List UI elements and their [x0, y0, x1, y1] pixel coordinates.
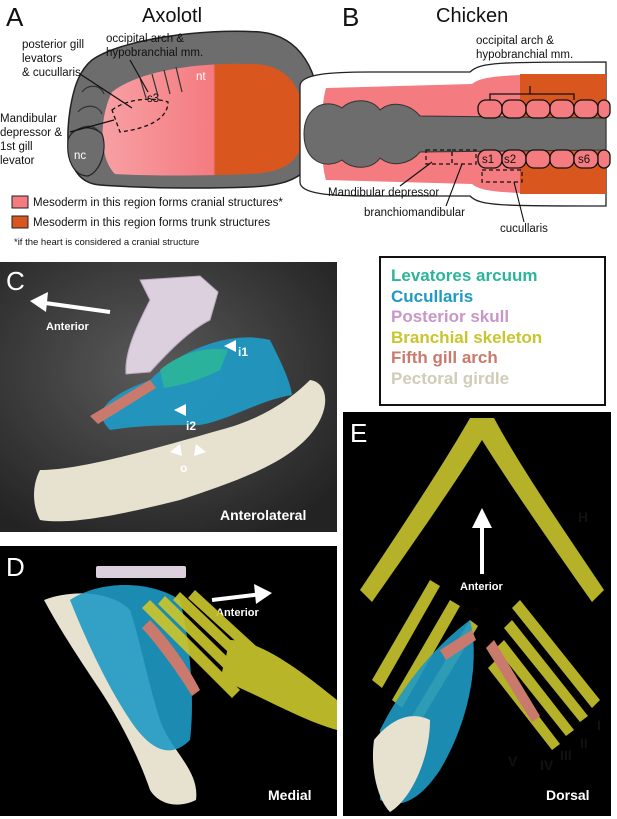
leader-mandibular-a [69, 119, 115, 133]
i1-label: i1 [238, 345, 248, 359]
label-occipital-b: occipital arch & hypobranchial mm. [476, 35, 573, 61]
anterior-arrow-d [211, 592, 263, 602]
occipital-bracket [489, 86, 575, 100]
anterior-label-d: Anterior [216, 607, 260, 619]
arch-label-ii: II [580, 735, 588, 751]
cucullaris-c [102, 337, 292, 430]
arch-label-iii: III [560, 747, 572, 763]
leader-branchio [445, 163, 463, 207]
svg-text:posterior gill: posterior gill [22, 39, 84, 51]
posterior-skull-d [96, 566, 186, 578]
axolotl-dashed-region [111, 98, 169, 133]
legend-item-posterior-skull: Posterior skull [391, 307, 510, 326]
anterior-arrowhead-d [254, 584, 272, 604]
legend-trunk-text: Mesoderm in this region forms trunk stru… [33, 217, 270, 229]
leader-gill-levators [79, 73, 133, 109]
levatores-c [160, 348, 228, 388]
svg-text:levator: levator [0, 155, 35, 167]
arch-label-i: I [597, 717, 601, 733]
legend-trunk-swatch [11, 215, 29, 229]
anterior-arrowhead-e [472, 508, 492, 528]
o-label: o [180, 461, 187, 475]
marker-o [170, 444, 206, 456]
branchial-skeleton-d [142, 590, 337, 730]
i2-label: i2 [186, 419, 196, 433]
fifth-arch-e-left [440, 630, 476, 660]
s1-label: s1 [482, 154, 494, 166]
h-label: H [578, 509, 588, 525]
svg-text:1st gill: 1st gill [0, 141, 33, 153]
panel-a-title: Axolotl [142, 5, 202, 27]
pectoral-girdle-e [372, 716, 430, 812]
legend-item-levatores: Levatores arcuum [391, 266, 538, 285]
chicken-somites-bottom [477, 149, 611, 169]
marker-i1 [224, 340, 236, 352]
legend-item-fifth-gill-arch: Fifth gill arch [391, 348, 498, 367]
svg-text:levators: levators [22, 53, 63, 65]
legend-item-cucullaris: Cucullaris [391, 286, 474, 306]
panel-e: E H Anterior I II III IV V Dorsal [343, 412, 611, 816]
s2-label: s2 [504, 154, 516, 166]
axolotl-mesoderm-region [102, 63, 304, 176]
anterior-label-c: Anterior [46, 321, 90, 333]
arch-label-iv: IV [540, 757, 554, 773]
panel-a-letter: A [6, 2, 24, 32]
footnote: *if the heart is considered a cranial st… [14, 237, 199, 248]
label-cucullaris-b: cucullaris [500, 223, 548, 235]
axolotl-somite-lines [139, 66, 183, 99]
dashed-cucullaris [481, 169, 523, 183]
leader-occipital-a [129, 59, 149, 93]
legend-cranial-text: Mesoderm in this region forms cranial st… [33, 197, 283, 209]
panel-a: A Axolotl nt nc s3 posterior gill levato… [0, 2, 321, 248]
leader-mandibular-b [399, 161, 433, 187]
marker-i2 [174, 404, 186, 416]
label-occipital-a: occipital arch & hypobranchial mm. [106, 33, 203, 59]
svg-text:Mandibular: Mandibular [0, 113, 57, 125]
leader-cucullaris [513, 181, 525, 223]
legend-item-pectoral-girdle: Pectoral girdle [391, 368, 510, 388]
arch-label-v: V [508, 753, 518, 769]
label-branchio: branchiomandibular [364, 207, 465, 219]
posterior-skull-c [125, 275, 219, 375]
panel-b: B Chicken occi [299, 2, 611, 235]
label-mandibular-a: Mandibular depressor & 1st gill levator [0, 113, 62, 167]
anterior-arrowhead-c [30, 292, 48, 312]
chicken-somites-top [477, 99, 611, 119]
fifth-arch-c [90, 380, 156, 424]
anterior-label-e: Anterior [460, 581, 504, 593]
view-label-e: Dorsal [546, 787, 590, 803]
view-label-c: Anterolateral [220, 507, 306, 523]
svg-text:& cucullaris: & cucullaris [22, 67, 81, 79]
svg-text:hypobranchial mm.: hypobranchial mm. [106, 47, 203, 59]
legend-cranial-swatch [11, 195, 29, 209]
panel-b-letter: B [342, 2, 359, 32]
tissue-legend: Levatores arcuum Cucullaris Posterior sk… [379, 256, 606, 406]
fifth-arch-e-right [486, 640, 540, 722]
s6-label: s6 [578, 154, 590, 166]
panel-d-letter: D [6, 552, 25, 582]
svg-text:depressor &: depressor & [0, 127, 62, 139]
panel-c: C Anterior i1 i2 o Anterolateral [0, 262, 337, 532]
nc-label: nc [74, 150, 86, 162]
svg-text:occipital arch &: occipital arch & [476, 35, 554, 47]
legend-item-branchial-skeleton: Branchial skeleton [391, 327, 543, 347]
s3-label: s3 [147, 93, 159, 105]
panel-b-title: Chicken [436, 5, 508, 27]
svg-text:occipital arch &: occipital arch & [106, 33, 184, 45]
nt-label: nt [196, 71, 206, 83]
label-mandibular-b: Mandibular depressor [328, 187, 439, 199]
fifth-arch-d [142, 620, 200, 696]
dashed-mandibular [425, 149, 453, 165]
panel-d: D Anterior Medial [0, 546, 337, 816]
panel-e-letter: E [350, 418, 367, 448]
view-label-d: Medial [268, 787, 312, 803]
hyoid-skeleton-e [360, 418, 604, 602]
panel-c-letter: C [6, 266, 25, 296]
dashed-branchio [451, 149, 477, 165]
svg-text:hypobranchial mm.: hypobranchial mm. [476, 49, 573, 61]
label-gill-levators: posterior gill levators & cucullaris [22, 39, 84, 79]
